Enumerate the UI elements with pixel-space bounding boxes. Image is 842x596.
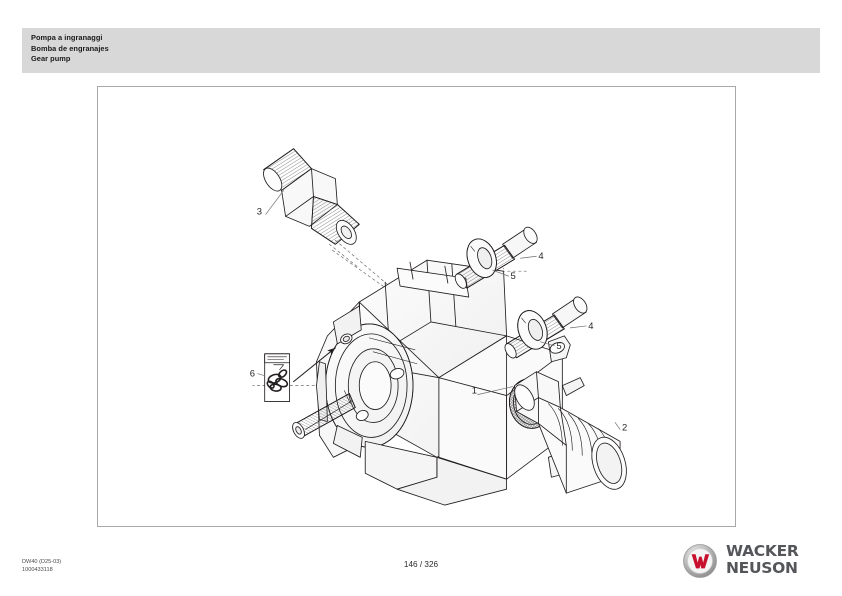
callout-2: 2 — [622, 422, 627, 433]
callout-5-upper: 5 — [511, 271, 516, 282]
footer-model-code: DW40 (D25-03) — [22, 559, 62, 565]
brand-line-wacker: WACKER — [726, 542, 799, 560]
page-number-label: 146 / 326 — [403, 560, 439, 569]
callout-numbers: 1 2 3 4 4 5 5 6 — [250, 206, 628, 433]
callout-4-upper: 4 — [538, 251, 543, 262]
header-title-english: Gear pump — [31, 54, 71, 64]
callout-4-lower: 4 — [588, 321, 593, 332]
wacker-neuson-logo-mark — [683, 544, 717, 578]
wacker-neuson-wordmark: WACKER NEUSON — [726, 543, 799, 576]
footer-document-number: 1000433118 — [22, 567, 53, 573]
part-hex-adapter-fitting — [263, 148, 360, 245]
part-washer-lower — [517, 310, 548, 350]
callout-3: 3 — [257, 206, 262, 217]
splined-drive-shaft — [292, 390, 356, 439]
brand-line-neuson: NEUSON — [726, 558, 798, 577]
part-seal-kit-bag — [264, 353, 291, 402]
callout-1: 1 — [472, 386, 477, 397]
header-title-italian: Pompa a ingranaggi — [31, 33, 103, 42]
exploded-view-drawing: 1 2 3 4 4 5 5 6 — [250, 148, 628, 506]
part-port-fitting-large — [514, 371, 627, 494]
callout-leaders — [257, 190, 621, 430]
header-title-spanish: Bomba de engranajes — [31, 43, 109, 53]
installation-arrow — [293, 347, 336, 383]
page-header-band: Pompa a ingranaggi Bomba de engranajes G… — [22, 28, 820, 73]
part-gear-pump-body — [292, 259, 571, 506]
wacker-neuson-logo: WACKER NEUSON — [682, 541, 822, 583]
callout-6: 6 — [250, 369, 255, 380]
footer-document-info: DW40 (D25-03) 1000433118 — [22, 558, 61, 574]
header-titles: Pompa a ingranaggi Bomba de engranajes G… — [31, 33, 109, 65]
callout-5-lower: 5 — [556, 341, 561, 352]
technical-drawing-frame: 1 2 3 4 4 5 5 6 — [97, 86, 736, 527]
part-washer-upper — [466, 238, 497, 278]
logo-w-glyph — [691, 554, 710, 569]
